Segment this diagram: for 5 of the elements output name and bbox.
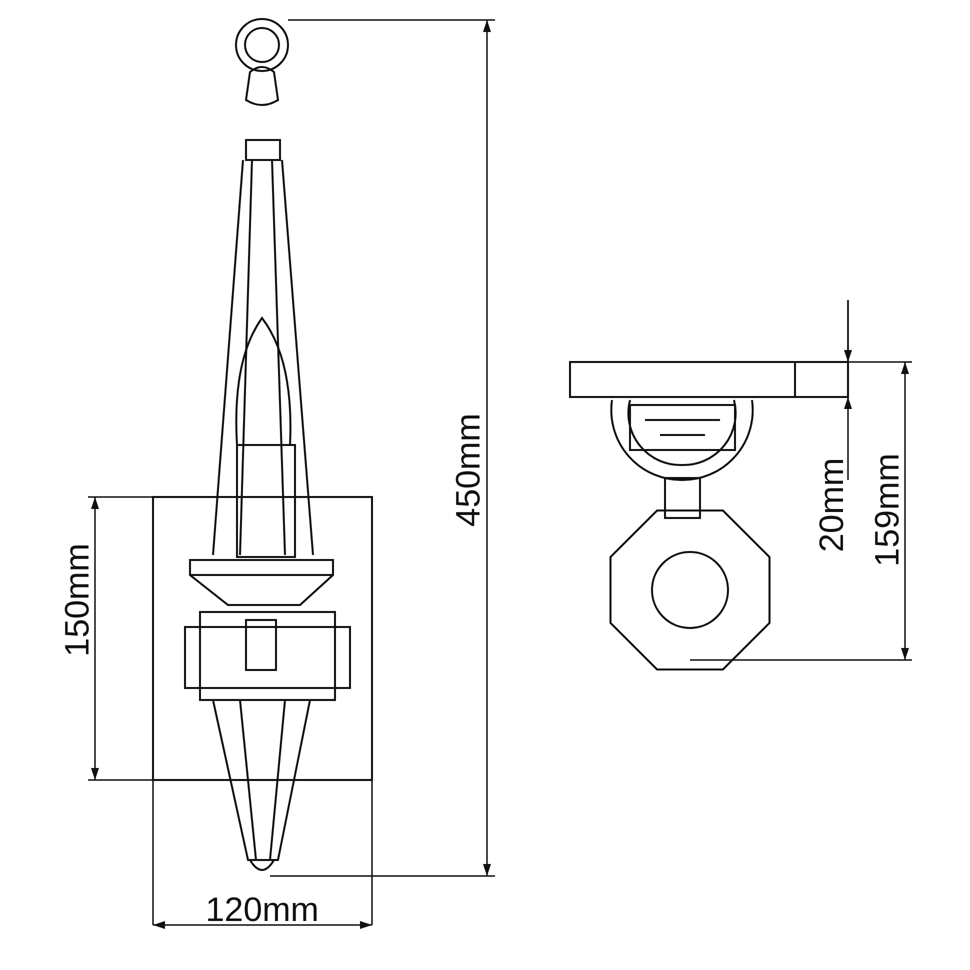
dimension-label: 20mm (815, 458, 850, 552)
dimension-label: 450mm (451, 413, 486, 527)
dimension-label: 120mm (206, 893, 319, 927)
dimension-label: 159mm (870, 453, 904, 567)
dimension-label: 150mm (60, 543, 94, 657)
